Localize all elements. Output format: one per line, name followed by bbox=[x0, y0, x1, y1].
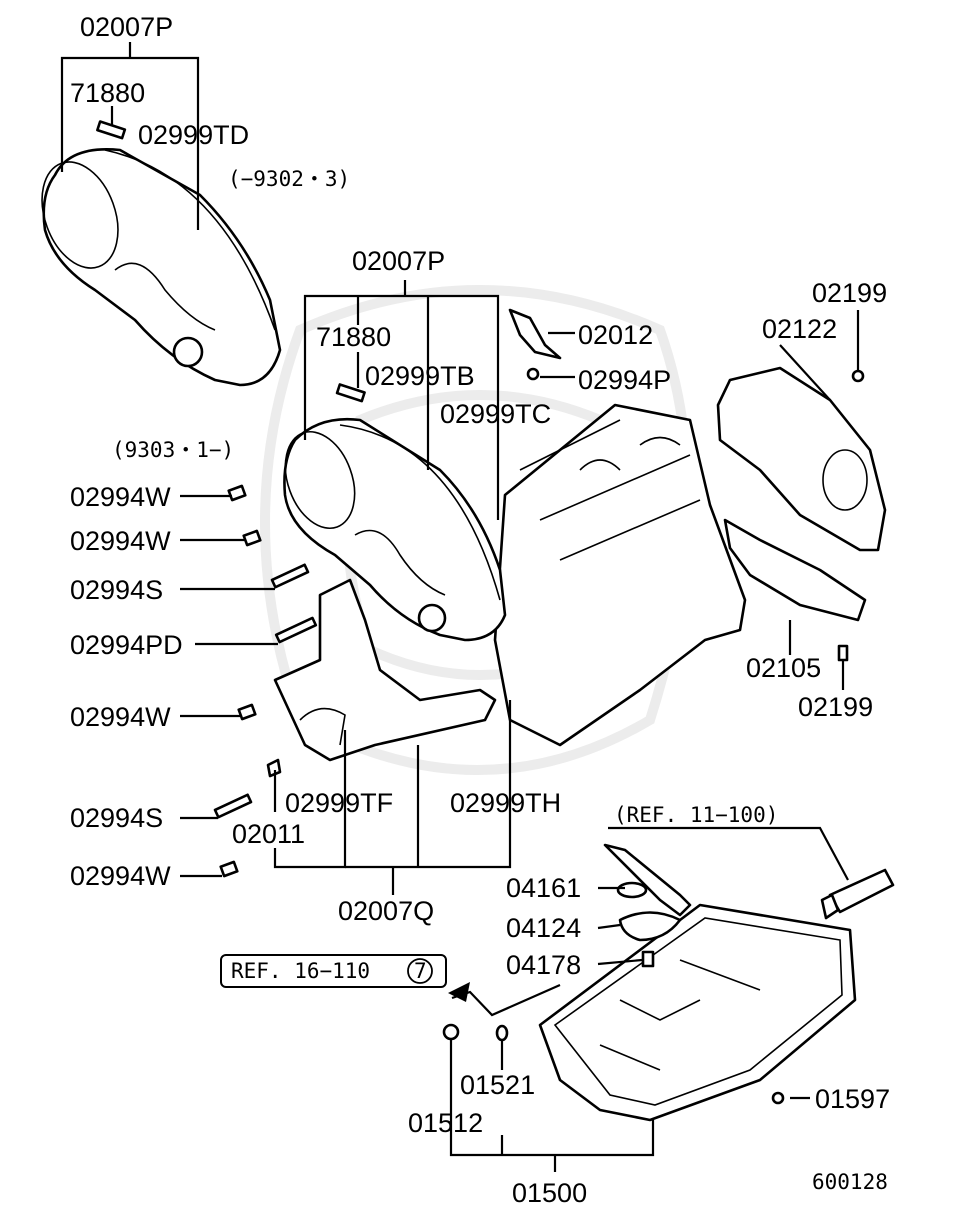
timing-cover-late bbox=[283, 417, 507, 642]
ref-circle-icon bbox=[407, 958, 433, 984]
label-02007P-top: 02007P bbox=[80, 12, 173, 42]
cover-02105 bbox=[723, 518, 867, 622]
bracket-02012 bbox=[508, 308, 562, 360]
label-04161: 04161 bbox=[506, 873, 581, 903]
label-02199-top: 02199 bbox=[812, 278, 887, 308]
bolt-02994P bbox=[526, 367, 540, 381]
label-02105: 02105 bbox=[746, 653, 821, 683]
gasket-strip-mid bbox=[335, 383, 366, 403]
label-02994W-2: 02994W bbox=[70, 526, 171, 556]
plug-01597 bbox=[771, 1091, 785, 1105]
label-04178: 04178 bbox=[506, 950, 581, 980]
label-02999TH: 02999TH bbox=[450, 788, 561, 818]
label-02999TD: 02999TD bbox=[138, 120, 249, 150]
left-bolts bbox=[213, 484, 318, 878]
note-ref-11-100: (REF. 11−100) bbox=[614, 803, 778, 827]
label-02994W-1: 02994W bbox=[70, 482, 171, 512]
ref-16-110-text: REF. 16−110 bbox=[231, 959, 370, 983]
timing-cover-early bbox=[41, 148, 282, 387]
label-71880-top: 71880 bbox=[70, 78, 145, 108]
ref-16-110-circle-number: 7 bbox=[414, 959, 427, 983]
label-71880-mid: 71880 bbox=[316, 322, 391, 352]
label-02994S-2: 02994S bbox=[70, 803, 163, 833]
engine-block bbox=[493, 403, 747, 747]
label-02011: 02011 bbox=[232, 819, 305, 849]
note-9303: (9303・1−) bbox=[112, 438, 234, 462]
label-02012: 02012 bbox=[578, 320, 653, 350]
gasket-strip-top bbox=[96, 120, 127, 140]
label-04124: 04124 bbox=[506, 913, 581, 943]
label-01512: 01512 bbox=[408, 1108, 483, 1138]
label-01597: 01597 bbox=[815, 1084, 890, 1114]
oil-strainer-04161 bbox=[603, 843, 692, 942]
ref-16-110-box bbox=[220, 954, 447, 988]
label-02999TF: 02999TF bbox=[285, 788, 393, 818]
label-01500: 01500 bbox=[512, 1178, 587, 1208]
sealant-tube bbox=[820, 868, 895, 920]
lower-timing-cover bbox=[273, 578, 497, 762]
bolt-02199-top bbox=[851, 369, 865, 383]
label-02994W-3: 02994W bbox=[70, 702, 171, 732]
label-02994PD: 02994PD bbox=[70, 630, 183, 660]
arrow-icon bbox=[448, 982, 470, 1002]
label-02994P: 02994P bbox=[578, 365, 671, 395]
label-02007Q: 02007Q bbox=[338, 896, 434, 926]
label-02999TB: 02999TB bbox=[365, 361, 475, 391]
label-02994W-4: 02994W bbox=[70, 861, 171, 891]
label-02007P-mid: 02007P bbox=[352, 246, 445, 276]
note-9302: (−9302・3) bbox=[228, 167, 350, 191]
label-02122: 02122 bbox=[762, 314, 837, 344]
bolt-02199-bottom bbox=[837, 644, 849, 662]
drain-plug-01512 bbox=[442, 1023, 460, 1041]
leader-lines bbox=[60, 42, 860, 1172]
label-02994S-1: 02994S bbox=[70, 575, 163, 605]
label-02199-bottom: 02199 bbox=[798, 692, 873, 722]
label-02999TC: 02999TC bbox=[440, 399, 551, 429]
bolt-04178 bbox=[641, 950, 655, 968]
rear-plate-02122 bbox=[716, 366, 887, 552]
label-01521: 01521 bbox=[460, 1070, 535, 1100]
diagram-id: 600128 bbox=[812, 1170, 888, 1194]
gasket-01521 bbox=[495, 1024, 509, 1042]
oil-pan-01500 bbox=[538, 903, 857, 1122]
